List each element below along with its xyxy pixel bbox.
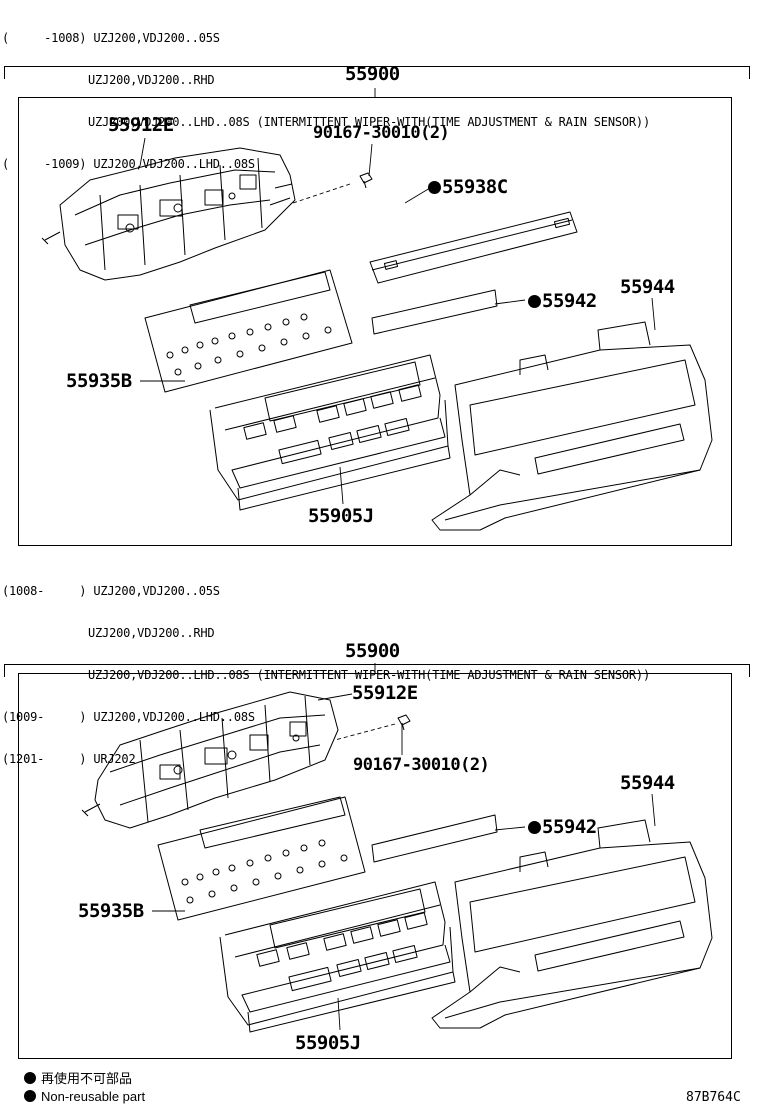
circuit-board-55935B-drawing — [144, 269, 353, 393]
part-label-55935B: 55935B — [78, 900, 144, 922]
part-label-55944: 55944 — [620, 772, 675, 794]
screw-drawing — [397, 714, 411, 731]
non-reusable-dot-icon — [24, 1072, 36, 1084]
non-reusable-dot-icon — [528, 821, 541, 834]
board-buttons — [181, 839, 348, 904]
bezel-55944-drawing — [431, 321, 713, 531]
non-reusable-dot-icon — [528, 295, 541, 308]
part-label-55942: 55942 — [528, 816, 597, 838]
leader-lines — [152, 663, 656, 1031]
assembly-bracket — [4, 66, 750, 79]
part-label-55942: 55942 — [528, 290, 597, 312]
part-label-55912E: 55912E — [108, 114, 174, 136]
part-label-55938C: 55938C — [428, 176, 508, 198]
control-panel-55905J-drawing — [209, 354, 451, 511]
part-label-55905J: 55905J — [295, 1032, 361, 1054]
film-55942-drawing — [371, 814, 498, 863]
part-label-55944: 55944 — [620, 276, 675, 298]
section2-header: (1008- ) UZJ200,VDJ200..05S UZJ200,VDJ20… — [2, 556, 650, 780]
diagram-frame-1 — [18, 97, 732, 546]
header-line: UZJ200,VDJ200..RHD — [88, 626, 215, 640]
header-line: (1201- ) URJ202 — [2, 752, 136, 766]
header-line: UZJ200,VDJ200..LHD..08S (INTERMITTENT WI… — [88, 668, 650, 682]
board-buttons — [166, 313, 332, 376]
section1-header: ( -1008) UZJ200,VDJ200..05S UZJ200,VDJ20… — [2, 3, 650, 185]
bezel-55944-drawing — [431, 819, 713, 1029]
part-label-55935B: 55935B — [66, 370, 132, 392]
part-label-90167: 90167-30010(2) — [353, 755, 490, 775]
part-label-55905J: 55905J — [308, 505, 374, 527]
assembly-number: 55900 — [345, 640, 400, 662]
header-line: ( -1009) UZJ200,VDJ200..LHD..08S — [2, 157, 255, 171]
header-line: ( -1008) UZJ200,VDJ200..05S — [2, 31, 220, 45]
non-reusable-dot-icon — [24, 1090, 36, 1102]
non-reusable-dot-icon — [428, 181, 441, 194]
bracket-55912E-drawing — [81, 691, 339, 829]
leader-lines — [139, 88, 656, 505]
part-label-55912E: 55912E — [352, 682, 418, 704]
diagram-frame-2 — [18, 673, 732, 1059]
assembly-number: 55900 — [345, 63, 400, 85]
header-line: UZJ200,VDJ200..RHD — [88, 73, 215, 87]
header-line: (1008- ) UZJ200,VDJ200..05S — [2, 584, 220, 598]
legend-jp: 再使用不可部品 — [24, 1068, 132, 1087]
bracket-55912E-drawing — [41, 147, 296, 281]
legend-en: Non-reusable part — [24, 1089, 145, 1104]
control-panel-55905J-drawing — [219, 881, 456, 1033]
figure-code: 87B764C — [686, 1090, 741, 1105]
part-label-90167: 90167-30010(2) — [313, 123, 450, 143]
trim-strip-55938C-drawing — [369, 211, 578, 284]
film-55942-drawing — [371, 289, 498, 335]
screw-drawing — [359, 172, 373, 189]
header-line: UZJ200,VDJ200..LHD..08S (INTERMITTENT WI… — [88, 115, 650, 129]
assembly-bracket — [4, 664, 750, 677]
circuit-board-55935B-drawing — [157, 796, 366, 921]
